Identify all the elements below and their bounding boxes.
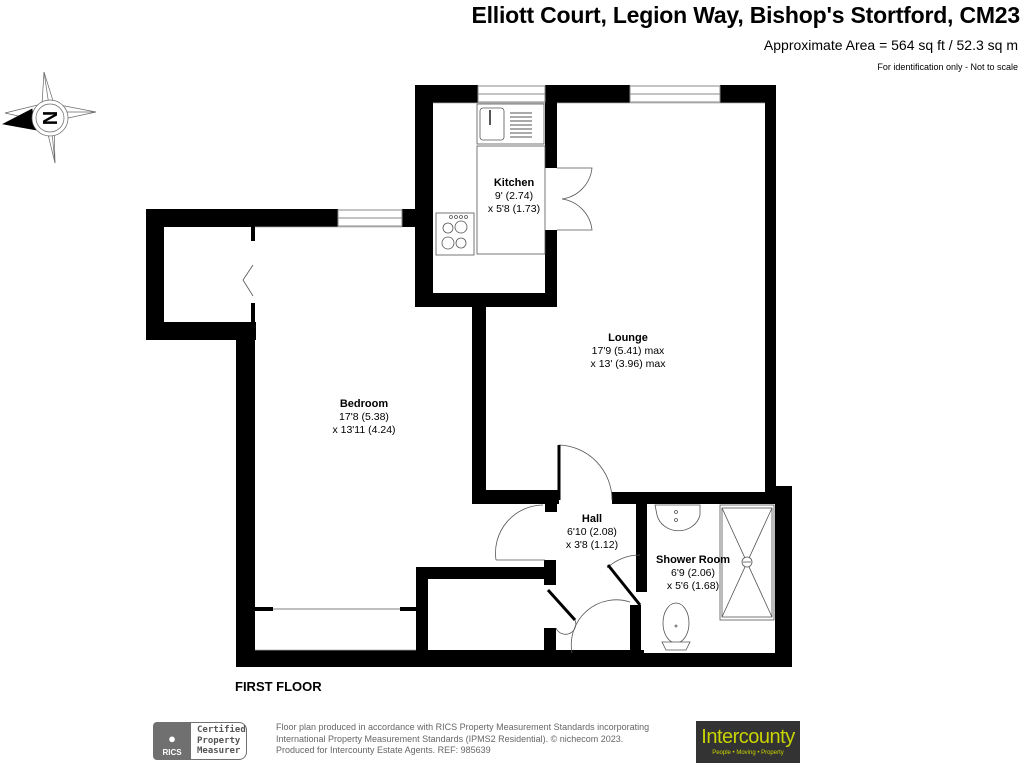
room-name: Shower Room — [656, 554, 730, 566]
floor-label: FIRST FLOOR — [235, 679, 322, 694]
rics-certification: ● RICS Certified Property Measurer — [153, 722, 247, 760]
room-name: Bedroom — [339, 398, 389, 410]
room-dimension: 6'9 (2.06) — [670, 567, 716, 579]
room-dimension: 17'8 (5.38) — [339, 411, 389, 423]
room-name: Kitchen — [493, 177, 535, 189]
room-hall: Hall 6'10 (2.08) x 3'8 (1.12) — [566, 513, 618, 552]
north-compass-icon: N — [1, 71, 97, 164]
doors — [242, 167, 642, 654]
bathroom-fixtures — [654, 504, 775, 651]
walls — [146, 85, 792, 667]
room-shower: Shower Room 6'9 (2.06) x 5'6 (1.68) — [656, 554, 730, 593]
intercounty-logo: Intercounty People • Moving • Property — [696, 721, 800, 763]
room-kitchen: Kitchen 9' (2.74) x 5'8 (1.73) — [488, 177, 540, 216]
room-name: Lounge — [608, 332, 648, 344]
room-dimension: x 3'8 (1.12) — [565, 539, 619, 551]
footer-disclaimer: Floor plan produced in accordance with R… — [276, 722, 650, 755]
room-dimension: x 5'6 (1.68) — [666, 580, 720, 592]
room-lounge: Lounge 17'9 (5.41) max x 13' (3.96) max — [591, 332, 666, 371]
rics-logo: ● RICS — [153, 722, 191, 760]
room-dimension: 17'9 (5.41) max — [591, 345, 665, 357]
rics-lion-icon: ● — [168, 731, 176, 746]
certified-badge: Certified Property Measurer — [191, 722, 247, 760]
room-dimension: x 13'11 (4.24) — [332, 424, 396, 436]
svg-text:N: N — [40, 111, 62, 125]
windows — [337, 85, 721, 227]
room-dimension: 9' (2.74) — [494, 190, 534, 202]
room-dimension: 6'10 (2.08) — [567, 526, 617, 538]
disclaimer: For identification only - Not to scale — [877, 62, 1018, 72]
approximate-area: Approximate Area = 564 sq ft / 52.3 sq m — [763, 37, 1018, 53]
room-dimension: x 13' (3.96) max — [590, 358, 666, 370]
room-dimension: x 5'8 (1.73) — [487, 203, 541, 215]
room-bedroom: Bedroom 17'8 (5.38) x 13'11 (4.24) — [332, 398, 395, 437]
kitchen-units — [435, 103, 546, 256]
room-name: Hall — [581, 513, 603, 525]
page-title: Elliott Court, Legion Way, Bishop's Stor… — [471, 2, 1020, 28]
